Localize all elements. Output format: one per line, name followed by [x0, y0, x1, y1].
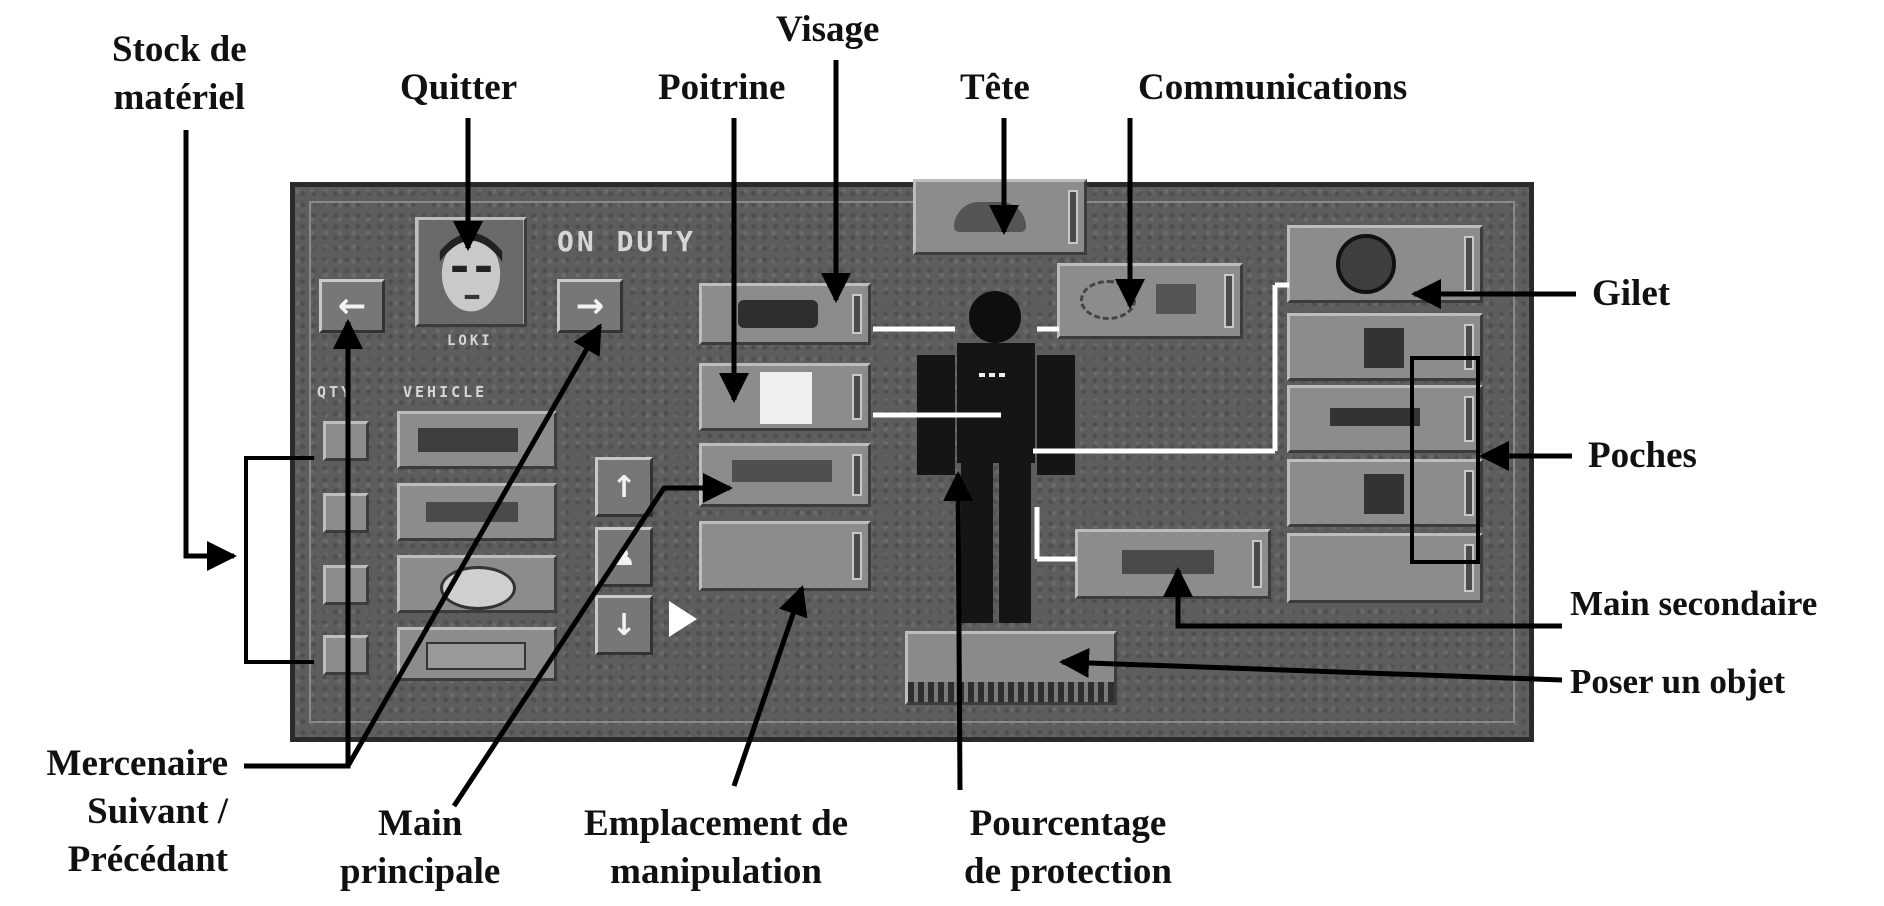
handling-slot-bar: [852, 532, 862, 580]
label-quitter: Quitter: [400, 67, 518, 108]
label-pourcentage-protection: Pourcentage de protection: [964, 803, 1172, 892]
grenade-icon: [1364, 328, 1404, 368]
stock-qty-header: QTY: [317, 383, 354, 401]
label-main-secondaire: Main secondaire: [1570, 584, 1818, 623]
label-mercenaire: Mercenaire Suivant / Précédant: [46, 743, 228, 880]
inventory-panel: ON DUTY LOKI ← → QTY VEHICLE ↑ ♟ ↓: [290, 179, 1534, 742]
stance-button[interactable]: ♟: [595, 527, 653, 587]
label-main-principale: Main principale: [340, 803, 501, 892]
communications-slot-bar: [1224, 274, 1234, 328]
pocket-slot-4-bar: [1464, 544, 1474, 592]
pocket-slot-2-bar: [1464, 396, 1474, 442]
label-communications: Communications: [1138, 67, 1408, 108]
mercenary-silhouette-icon: [917, 291, 1075, 623]
mercenary-name: LOKI: [447, 333, 493, 349]
box-icon: [426, 642, 526, 670]
label-emplacement-manipulation: Emplacement de manipulation: [584, 803, 849, 892]
backpack-icon: [1336, 234, 1396, 294]
label-gilet: Gilet: [1592, 273, 1671, 314]
pocket-slot-4[interactable]: [1287, 533, 1483, 603]
scroll-up-button[interactable]: ↑: [595, 457, 653, 517]
radio-device-icon: [1156, 284, 1196, 314]
pocket-slot-3-bar: [1464, 470, 1474, 516]
scroll-down-button[interactable]: ↓: [595, 595, 653, 655]
secondary-hand-slot-bar: [1252, 540, 1262, 588]
panel-frame: [309, 201, 1515, 723]
arrow-down-icon: ↓: [611, 607, 637, 643]
label-visage: Visage: [776, 9, 880, 50]
main-hand-slot-bar: [852, 454, 862, 496]
vest-armor-icon: [760, 372, 812, 424]
knife-icon: [1330, 408, 1420, 426]
pocket-slot-2[interactable]: [1287, 385, 1483, 453]
vest-slot[interactable]: [1287, 225, 1483, 303]
label-poitrine: Poitrine: [658, 67, 786, 108]
pocket-slot-3[interactable]: [1287, 459, 1483, 527]
pocket-slot-1[interactable]: [1287, 313, 1483, 381]
status-on-duty: ON DUTY: [557, 225, 697, 258]
stock-vehicle-header: VEHICLE: [403, 383, 488, 401]
arrow-up-icon: ↑: [611, 469, 637, 505]
pocket-slot-1-bar: [1464, 324, 1474, 370]
goggles-icon: [738, 300, 818, 328]
grenade-icon-2: [1364, 474, 1404, 514]
handling-triangle-icon: [669, 601, 697, 637]
pistol-icon: [732, 460, 832, 482]
stock-item-1[interactable]: [397, 411, 557, 469]
mercenary-stance-icon: ♟: [612, 542, 636, 572]
rifle-icon: [418, 428, 518, 452]
label-poser-un-objet: Poser un objet: [1570, 662, 1786, 701]
label-poches: Poches: [1588, 435, 1697, 476]
chest-slot-bar: [852, 374, 862, 420]
arrow-right-icon: →: [575, 286, 605, 326]
label-tete: Tête: [960, 67, 1030, 108]
vest-slot-bar: [1464, 236, 1474, 292]
face-slot-bar: [852, 294, 862, 334]
head-slot[interactable]: [913, 179, 1087, 255]
head-slot-bar: [1068, 190, 1078, 244]
slot-connector-lines: [873, 282, 1289, 562]
label-stock-de-materiel: Stock de matériel: [112, 29, 247, 118]
